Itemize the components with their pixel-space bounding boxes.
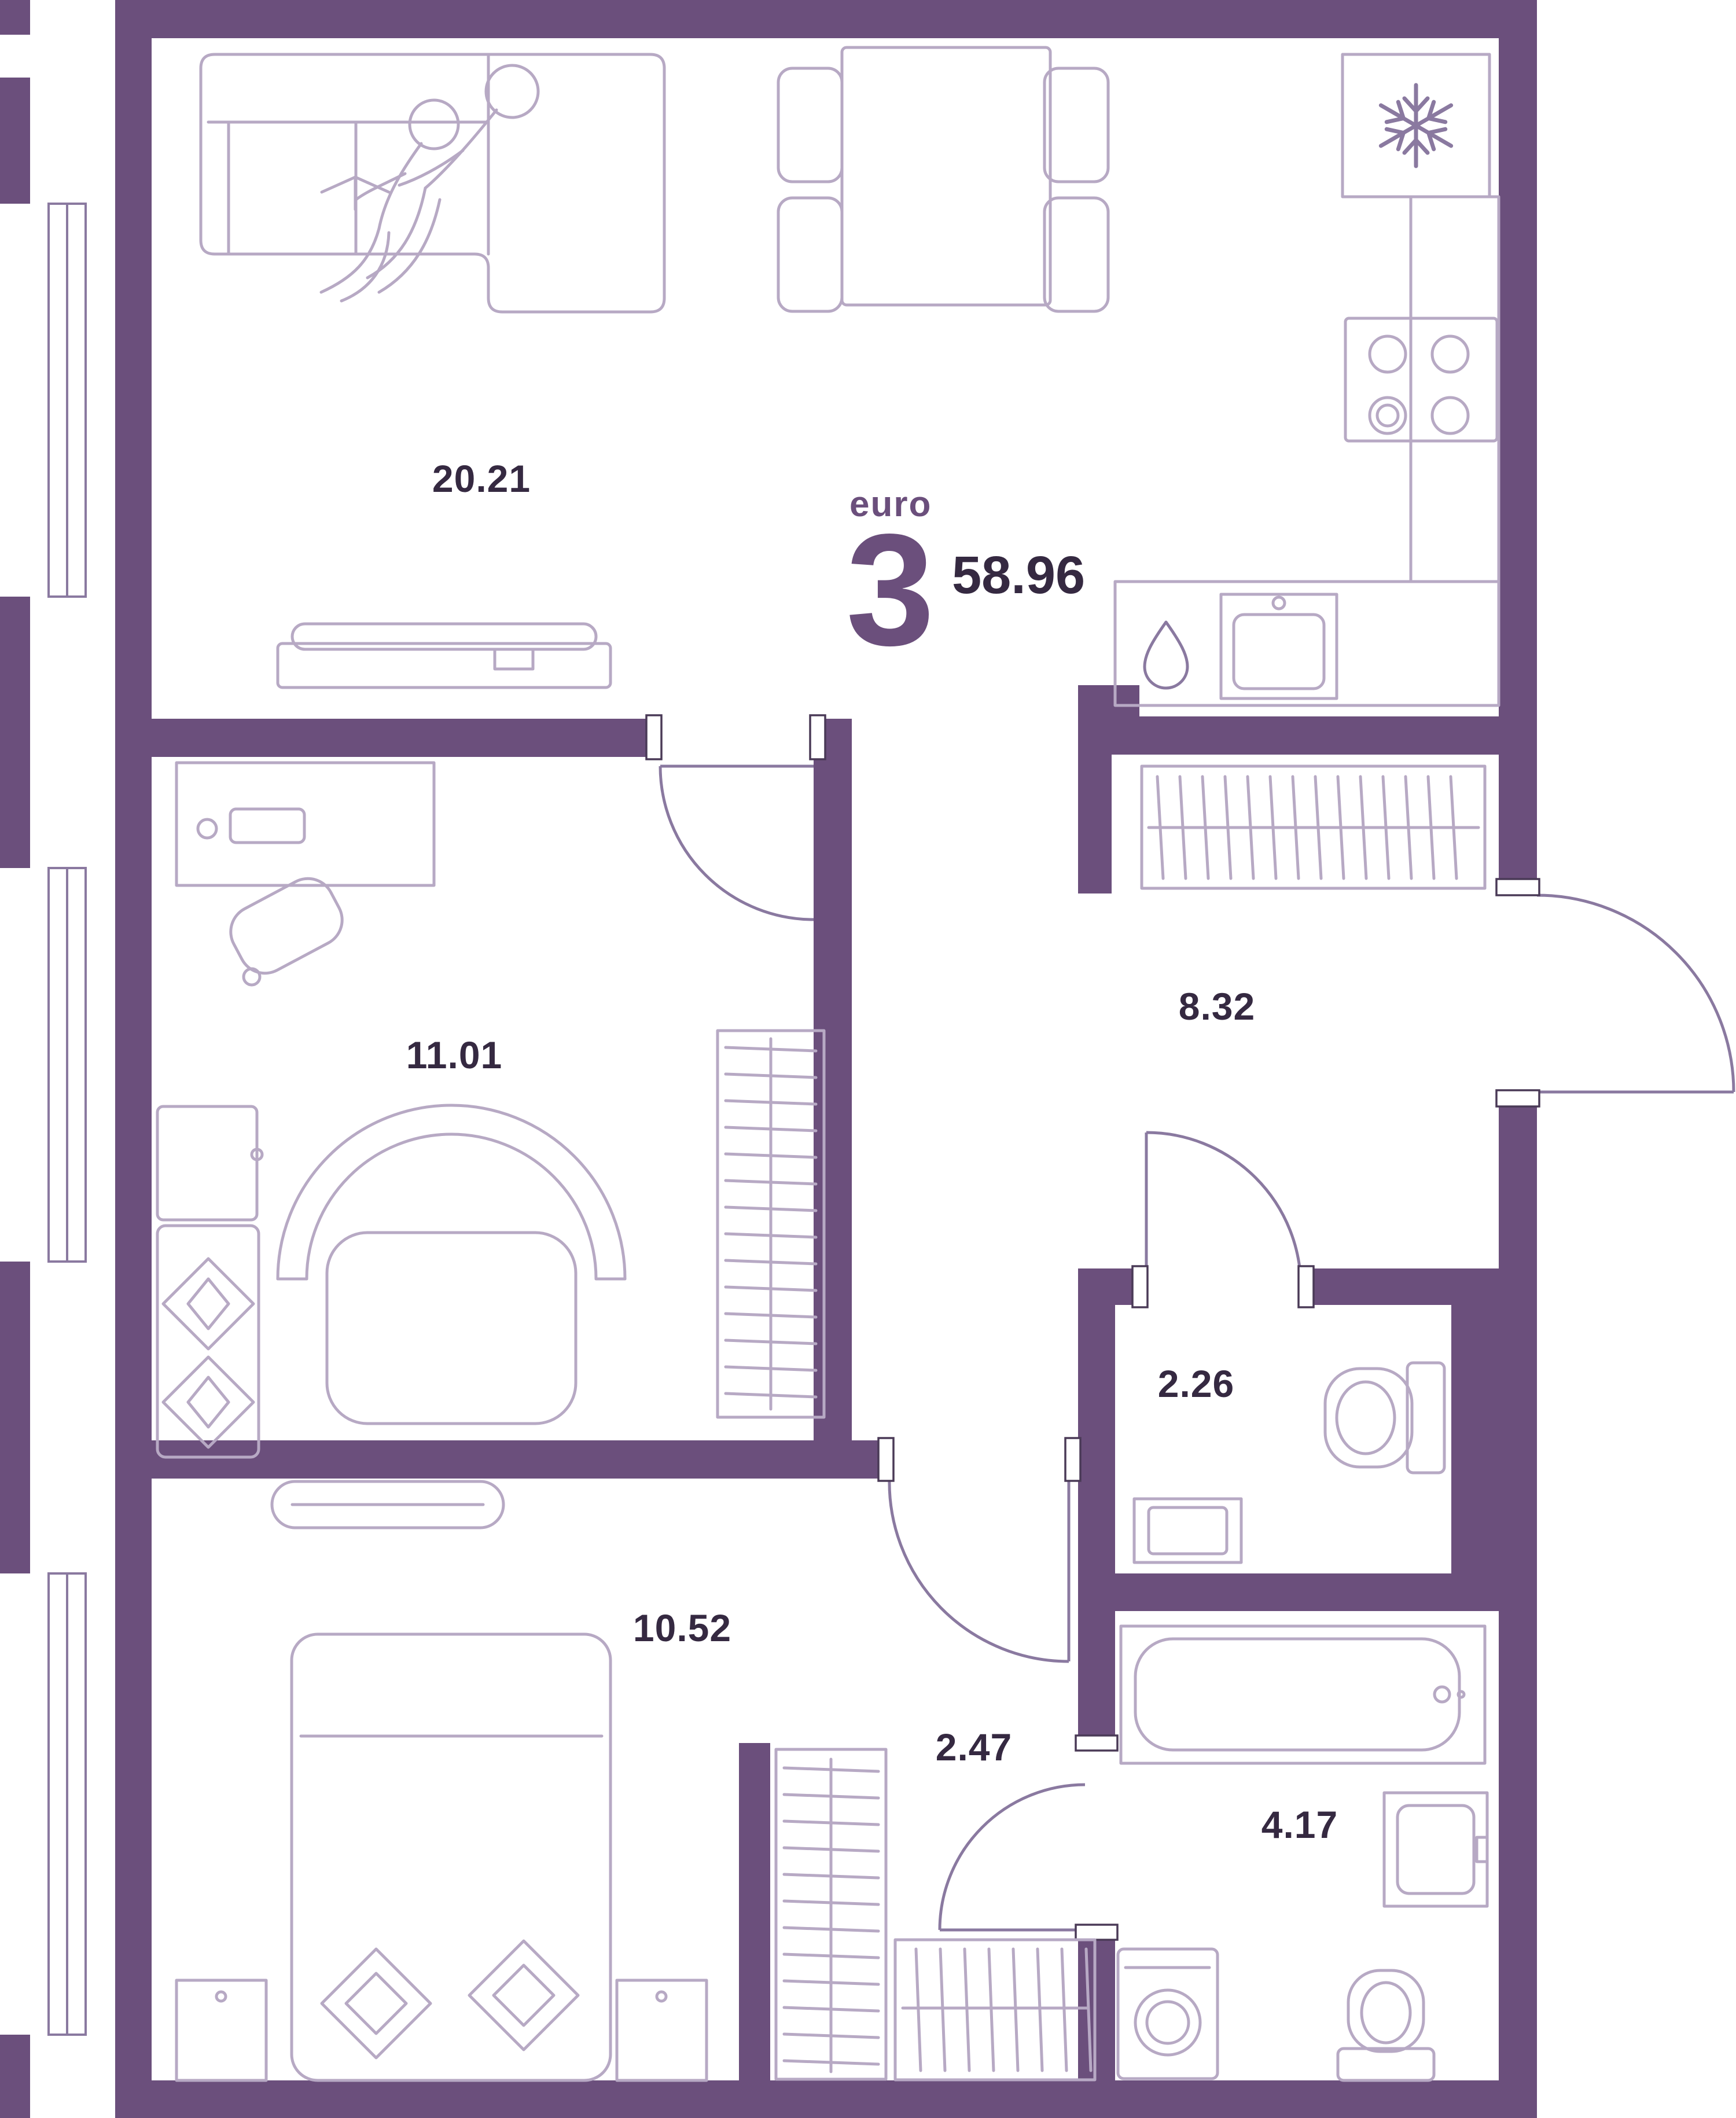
wall <box>0 2035 30 2118</box>
water-drop-icon <box>1143 620 1189 690</box>
wall-stub <box>1078 685 1139 718</box>
storage-corridor <box>893 1938 1097 2082</box>
wardrobe-hallway <box>1140 764 1487 890</box>
stove <box>1344 317 1499 443</box>
kitchen-sink <box>1219 593 1338 700</box>
wall <box>0 597 30 868</box>
sink-wc <box>1132 1497 1243 1564</box>
toilet-wc <box>1323 1361 1446 1474</box>
door-wc <box>1145 1131 1303 1288</box>
toilet-bathroom <box>1336 1969 1436 2082</box>
dresser <box>270 1480 505 1529</box>
walls <box>0 0 1537 2118</box>
bed <box>290 1632 612 2082</box>
kitchen-counter <box>1113 195 1500 707</box>
wall-office-hall <box>814 719 852 1479</box>
pillow <box>468 1939 580 2051</box>
room-area-label-office: 11.01 <box>406 1034 503 1076</box>
unit-summary: euro 3 58.96 <box>846 484 1086 679</box>
wall-bottom <box>115 2080 1537 2118</box>
wall-right-upper <box>1499 0 1537 895</box>
bathtub <box>1119 1624 1487 1765</box>
windows <box>47 203 87 2036</box>
door-jamb <box>1075 1924 1119 1941</box>
window <box>47 1572 87 2036</box>
people-reading <box>319 64 540 303</box>
door-office <box>659 764 814 921</box>
door-jamb <box>809 714 826 760</box>
door-jamb <box>877 1437 895 1482</box>
door-jamb <box>1131 1265 1149 1308</box>
unit-rooms-count: 3 <box>846 501 935 679</box>
unit-type-label: euro <box>849 484 932 524</box>
door-jamb <box>1297 1265 1315 1308</box>
room-area-label-wc: 2.26 <box>1157 1362 1235 1405</box>
pillow <box>320 1947 432 2060</box>
nightstand <box>175 1979 268 2082</box>
dining-set <box>777 46 1110 313</box>
room-area-label-bathroom: 4.17 <box>1261 1803 1338 1846</box>
room-area-label-living-kitchen: 20.21 <box>432 457 531 500</box>
door-jambs <box>645 714 1540 1941</box>
wardrobe-bedroom <box>774 1748 888 2081</box>
doors <box>659 764 1735 1932</box>
wall-top <box>115 0 1537 38</box>
book-icon <box>320 175 391 211</box>
wall-bedroom-corridor <box>739 1743 770 2080</box>
wall-left <box>115 0 152 2118</box>
wall-kitchen-hall <box>1078 716 1537 755</box>
window <box>47 867 87 1263</box>
room-area-label-corridor: 2.47 <box>935 1726 1013 1768</box>
wall-stub <box>1078 755 1112 893</box>
door-jamb <box>645 714 663 760</box>
wall-office-bedroom <box>152 1440 892 1479</box>
wall-corridor-right-lower <box>1078 1926 1115 2080</box>
tv-console <box>276 622 612 689</box>
office-chair <box>229 877 344 987</box>
wall-living-office <box>152 719 660 757</box>
door-jamb <box>1064 1437 1082 1482</box>
room-area-label-hallway: 8.32 <box>1178 985 1256 1028</box>
window <box>47 203 87 598</box>
door-bathroom <box>938 1783 1086 1932</box>
wall <box>0 78 30 204</box>
wall-corridor-right-upper <box>1078 1289 1115 1749</box>
nightstand <box>615 1979 708 2082</box>
room-area-label-bedroom: 10.52 <box>632 1606 732 1649</box>
armchair <box>156 1104 627 1459</box>
sink-bathroom <box>1382 1791 1489 1908</box>
wall-wc-bottom <box>1078 1573 1537 1611</box>
fridge <box>1341 53 1491 198</box>
door-entrance <box>1536 893 1735 1094</box>
wall <box>0 0 30 35</box>
door-jamb <box>1495 1089 1540 1108</box>
pillow <box>161 1257 255 1351</box>
door-jamb <box>1495 878 1540 896</box>
snowflake-icon <box>1378 83 1454 168</box>
wall <box>0 1262 30 1573</box>
wardrobe-office <box>716 1029 826 1419</box>
unit-total-area: 58.96 <box>951 546 1086 605</box>
wall-wc-right <box>1451 1268 1499 1611</box>
door-corridor <box>888 1478 1071 1663</box>
washing-machine <box>1116 1947 1219 2080</box>
door-jamb <box>1075 1734 1119 1752</box>
desk <box>175 761 436 887</box>
furniture <box>156 46 1500 2082</box>
pillow <box>161 1355 255 1449</box>
